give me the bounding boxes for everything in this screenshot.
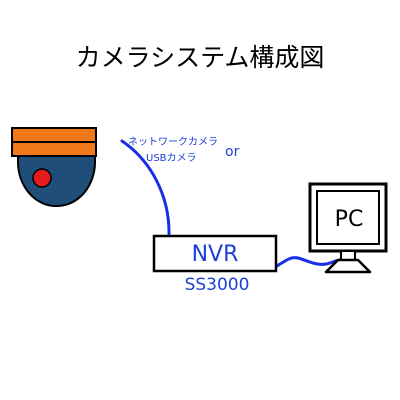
pc-monitor-icon [308,182,388,274]
camera-mount-bottom [11,141,97,157]
nvr-label: NVR [192,242,239,267]
monitor-base [324,258,372,274]
camera-or-label: or [225,144,240,160]
camera-dome [17,149,96,208]
monitor-neck [340,250,356,261]
nvr-model-label: SS3000 [185,275,250,295]
dome-camera-icon [11,127,97,208]
monitor-screen [316,190,380,245]
camera-type-label-usb: USBカメラ [146,152,197,164]
camera-lens [32,168,52,188]
diagram-title: カメラシステム構成図 [76,43,325,72]
pc-label: PC [335,207,364,232]
nvr-box [152,234,278,273]
camera-type-label-network: ネットワークカメラ [128,136,218,148]
nvr-pc-cable [275,256,342,268]
camera-nvr-cable [120,139,171,238]
camera-mount-top [11,127,97,143]
